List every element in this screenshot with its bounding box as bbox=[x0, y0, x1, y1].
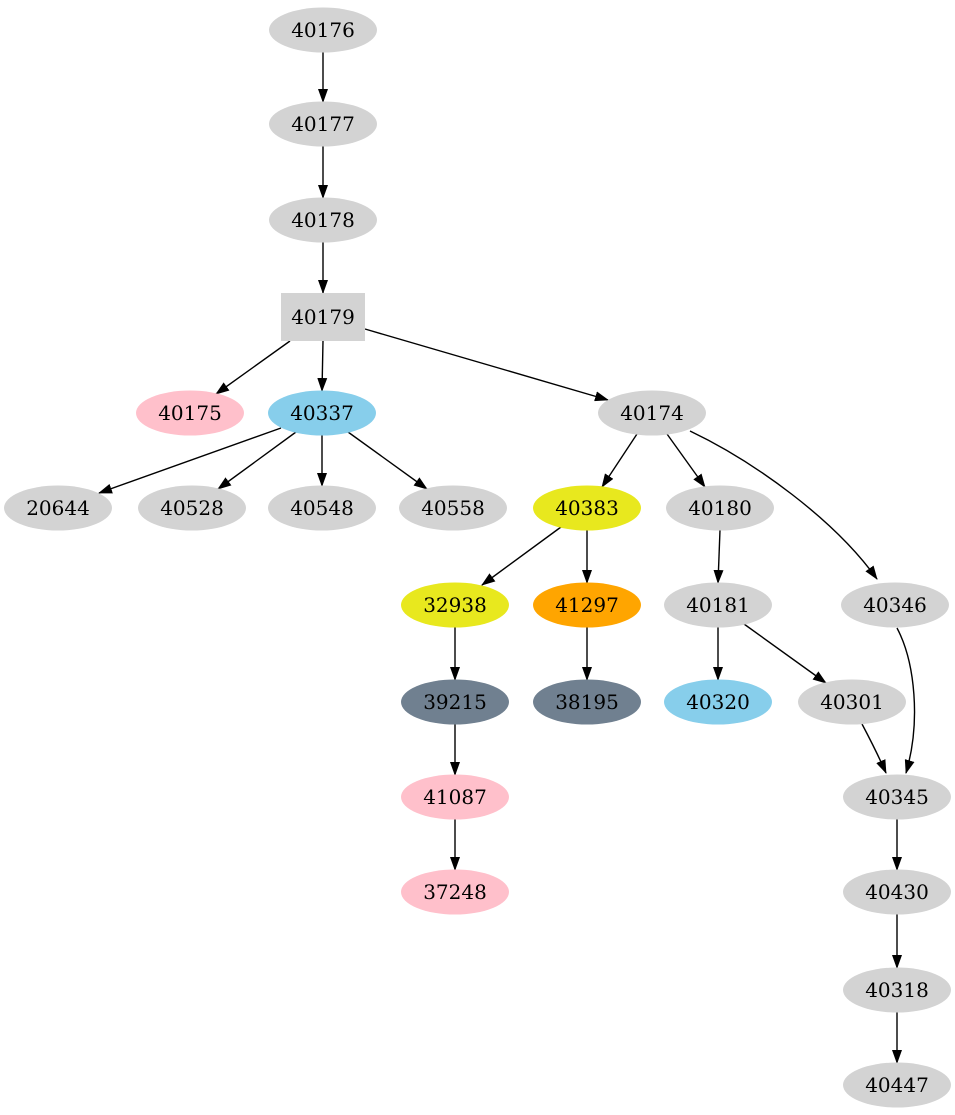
node-40528: 40528 bbox=[138, 485, 246, 531]
node-38195-label: 38195 bbox=[555, 690, 619, 714]
node-39215-shape bbox=[401, 679, 509, 725]
node-40447-shape bbox=[843, 1062, 951, 1108]
edge-40179-40175 bbox=[215, 340, 291, 395]
node-20644: 20644 bbox=[4, 485, 112, 531]
node-40528-shape bbox=[138, 485, 246, 531]
node-32938: 32938 bbox=[401, 582, 509, 628]
node-40337-label: 40337 bbox=[290, 401, 354, 425]
node-40301-label: 40301 bbox=[820, 690, 884, 714]
node-40180-label: 40180 bbox=[688, 496, 752, 520]
edge-40383-32938 bbox=[481, 526, 562, 586]
node-40383-label: 40383 bbox=[555, 496, 619, 520]
node-40181-shape bbox=[664, 582, 772, 628]
node-32938-label: 32938 bbox=[423, 593, 487, 617]
node-40558-label: 40558 bbox=[421, 496, 485, 520]
node-40174-label: 40174 bbox=[620, 401, 684, 425]
node-41297: 41297 bbox=[533, 582, 641, 628]
edge-40346-40345 bbox=[896, 627, 916, 774]
node-40179: 40179 bbox=[281, 293, 365, 341]
node-40337: 40337 bbox=[268, 390, 376, 436]
node-38195-shape bbox=[533, 679, 641, 725]
node-40318-shape bbox=[843, 967, 951, 1013]
node-40548-shape bbox=[268, 485, 376, 531]
node-40301: 40301 bbox=[798, 679, 906, 725]
node-40176-label: 40176 bbox=[291, 18, 355, 42]
node-40179-label: 40179 bbox=[291, 305, 355, 329]
node-40174: 40174 bbox=[598, 390, 706, 436]
node-40430-shape bbox=[843, 869, 951, 915]
node-40176: 40176 bbox=[269, 7, 377, 53]
node-38195: 38195 bbox=[533, 679, 641, 725]
node-41297-shape bbox=[533, 582, 641, 628]
node-40345-shape bbox=[843, 774, 951, 820]
node-40178-label: 40178 bbox=[291, 208, 355, 232]
node-40179-shape bbox=[281, 293, 365, 341]
node-40318-label: 40318 bbox=[865, 978, 929, 1002]
node-40447: 40447 bbox=[843, 1062, 951, 1108]
node-40337-shape bbox=[268, 390, 376, 436]
node-40383: 40383 bbox=[533, 485, 641, 531]
node-40320-label: 40320 bbox=[686, 690, 750, 714]
node-41087-shape bbox=[401, 774, 509, 820]
node-40383-shape bbox=[533, 485, 641, 531]
edge-40301-40345 bbox=[861, 723, 887, 774]
node-40176-shape bbox=[269, 7, 377, 53]
node-40180-shape bbox=[666, 485, 774, 531]
node-40346: 40346 bbox=[841, 582, 949, 628]
node-40177-shape bbox=[269, 101, 377, 147]
node-40181: 40181 bbox=[664, 582, 772, 628]
node-40548: 40548 bbox=[268, 485, 376, 531]
node-40320-shape bbox=[664, 679, 772, 725]
node-20644-shape bbox=[4, 485, 112, 531]
node-40320: 40320 bbox=[664, 679, 772, 725]
node-40528-label: 40528 bbox=[160, 496, 224, 520]
edge-40174-40383 bbox=[601, 433, 638, 488]
node-40345: 40345 bbox=[843, 774, 951, 820]
edge-40174-40346 bbox=[689, 430, 878, 580]
node-40178-shape bbox=[269, 197, 377, 243]
node-20644-label: 20644 bbox=[26, 496, 90, 520]
node-40345-label: 40345 bbox=[865, 785, 929, 809]
node-40177: 40177 bbox=[269, 101, 377, 147]
node-40447-label: 40447 bbox=[865, 1073, 929, 1097]
edge-40179-40174 bbox=[364, 328, 609, 402]
node-40430: 40430 bbox=[843, 869, 951, 915]
node-40178: 40178 bbox=[269, 197, 377, 243]
node-40346-shape bbox=[841, 582, 949, 628]
node-40301-shape bbox=[798, 679, 906, 725]
edge-40180-40181 bbox=[713, 529, 724, 584]
edge-40179-40337 bbox=[317, 340, 328, 392]
node-40180: 40180 bbox=[666, 485, 774, 531]
node-40175-shape bbox=[136, 390, 244, 436]
node-41087-label: 41087 bbox=[423, 785, 487, 809]
node-40548-label: 40548 bbox=[290, 496, 354, 520]
node-40177-label: 40177 bbox=[291, 112, 355, 136]
node-41297-label: 41297 bbox=[555, 593, 619, 617]
node-40181-label: 40181 bbox=[686, 593, 750, 617]
edge-40337-40528 bbox=[217, 431, 297, 490]
node-40175-label: 40175 bbox=[158, 401, 222, 425]
node-40318: 40318 bbox=[843, 967, 951, 1013]
edge-40337-40558 bbox=[347, 431, 428, 490]
node-39215-label: 39215 bbox=[423, 690, 487, 714]
node-41087: 41087 bbox=[401, 774, 509, 820]
node-40558-shape bbox=[399, 485, 507, 531]
node-37248-label: 37248 bbox=[423, 880, 487, 904]
edge-40181-40301 bbox=[743, 623, 827, 684]
node-40174-shape bbox=[598, 390, 706, 436]
node-32938-shape bbox=[401, 582, 509, 628]
node-40558: 40558 bbox=[399, 485, 507, 531]
node-37248: 37248 bbox=[401, 869, 509, 915]
node-40430-label: 40430 bbox=[865, 880, 929, 904]
node-40346-label: 40346 bbox=[863, 593, 927, 617]
node-39215: 39215 bbox=[401, 679, 509, 725]
node-37248-shape bbox=[401, 869, 509, 915]
edge-40174-40180 bbox=[666, 433, 706, 488]
edge-40337-20644 bbox=[98, 427, 282, 494]
node-40175: 40175 bbox=[136, 390, 244, 436]
